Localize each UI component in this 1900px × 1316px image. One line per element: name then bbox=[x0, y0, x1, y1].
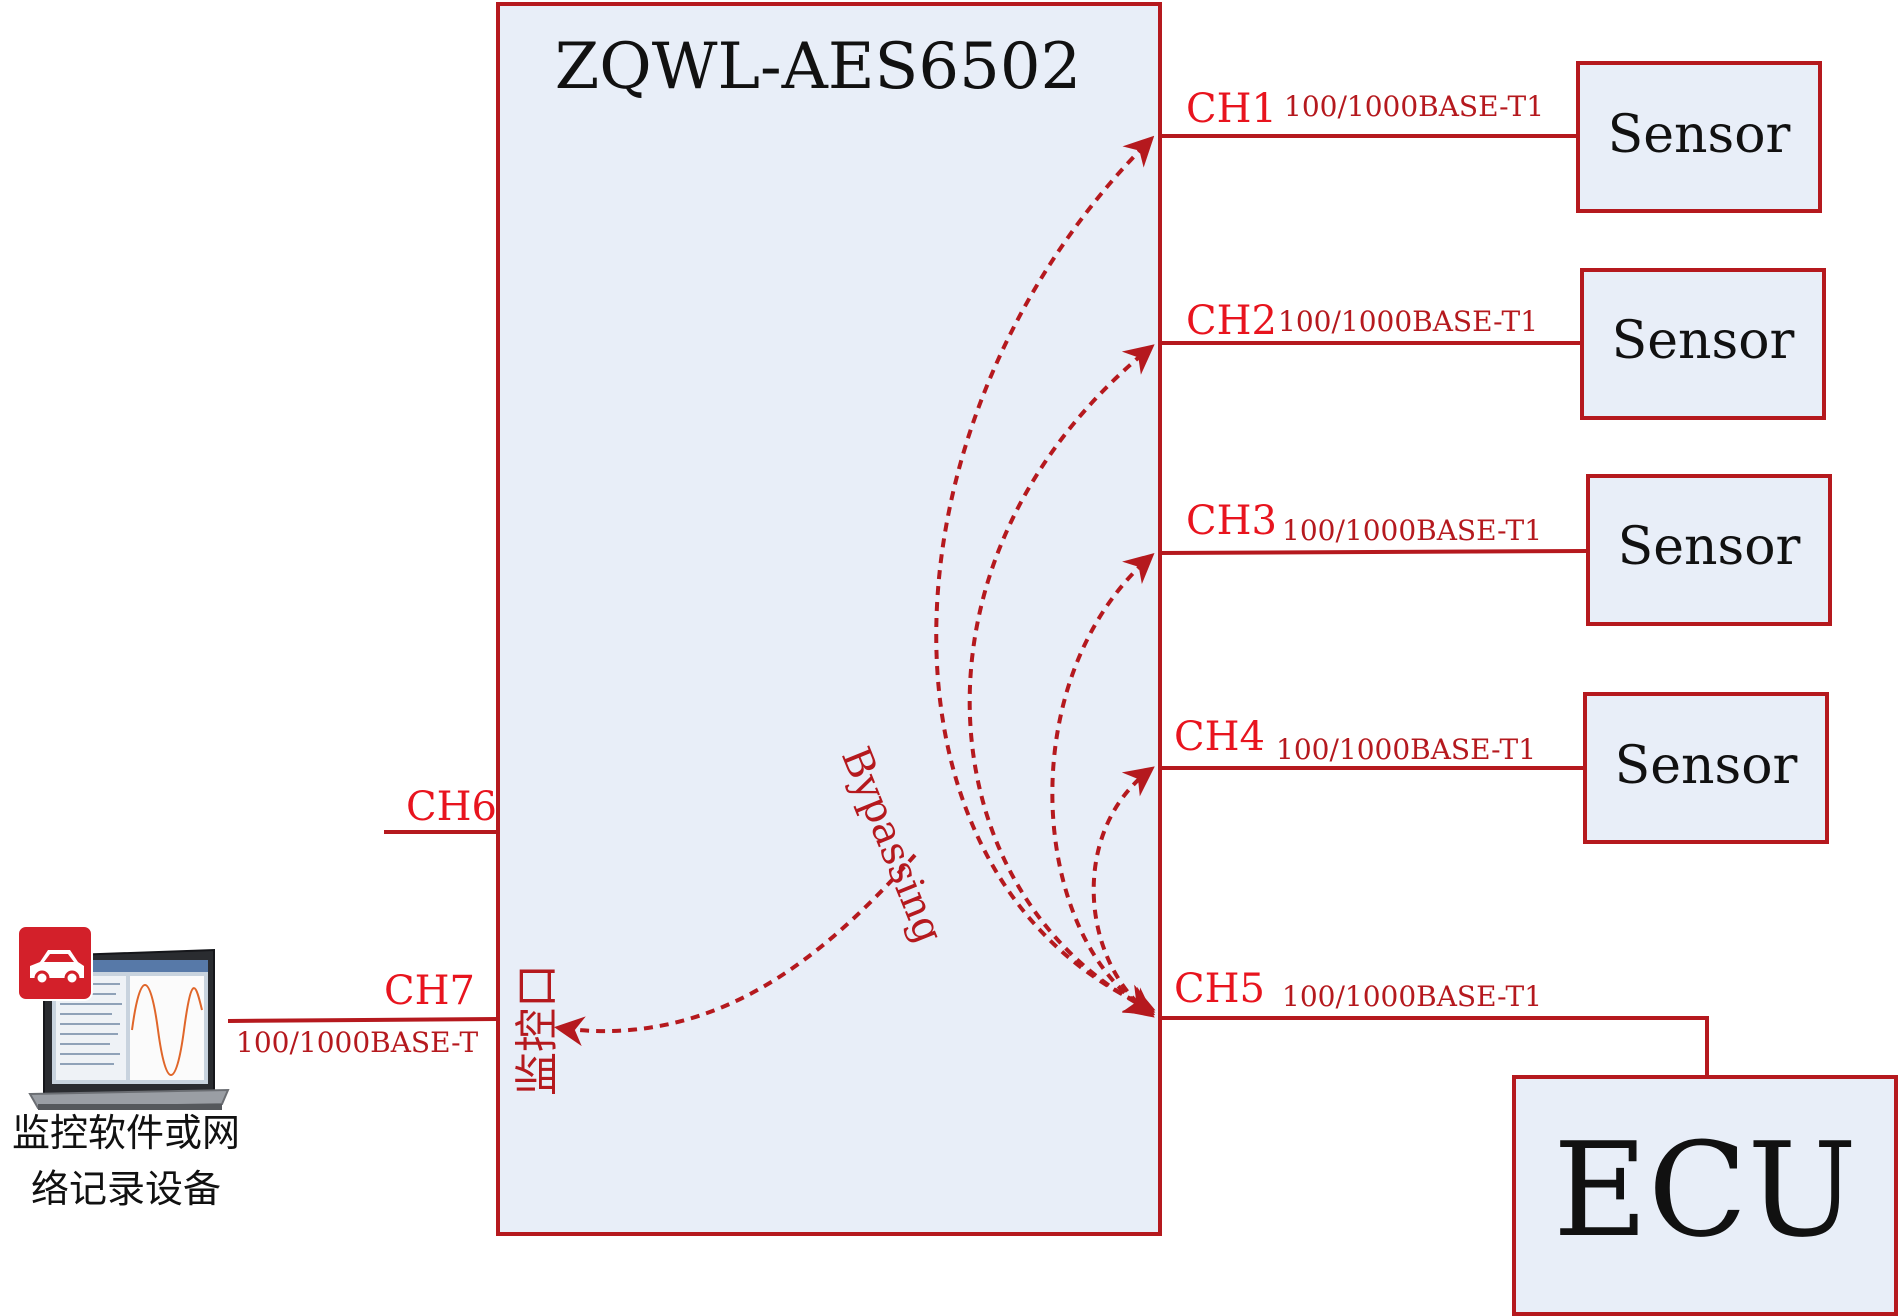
bypass-arrow-ch2 bbox=[967, 344, 1156, 1013]
ecu-label: ECU bbox=[1553, 1114, 1857, 1266]
ch1-label: CH1 bbox=[1186, 86, 1277, 132]
ecu-box bbox=[1512, 1075, 1898, 1316]
laptop-caption: 监控软件或网 络记录设备 bbox=[0, 1105, 252, 1217]
bypass-arrow-ch1 bbox=[934, 135, 1156, 1012]
bypass-arrows bbox=[554, 135, 1156, 1047]
device-title: ZQWL-AES6502 bbox=[555, 30, 1082, 104]
ch5-spec: 100/1000BASE-T1 bbox=[1282, 980, 1542, 1013]
ch1-spec: 100/1000BASE-T1 bbox=[1284, 90, 1544, 123]
ch2-spec: 100/1000BASE-T1 bbox=[1278, 305, 1538, 338]
ch7-line bbox=[227, 1017, 499, 1023]
sensor-label-2: Sensor bbox=[1612, 311, 1795, 371]
sensor-label-1: Sensor bbox=[1608, 105, 1791, 165]
sensor-box-3 bbox=[1586, 474, 1832, 626]
car-app-icon bbox=[17, 925, 93, 1001]
bypass-arrow-ch3 bbox=[1050, 553, 1156, 1016]
sensor-label-4: Sensor bbox=[1615, 736, 1798, 796]
monitor-port-label: 监控口 bbox=[512, 964, 563, 1096]
device-box bbox=[496, 2, 1162, 1236]
sensor-label-3: Sensor bbox=[1618, 517, 1801, 577]
ch4-spec: 100/1000BASE-T1 bbox=[1276, 733, 1536, 766]
sensor-box-1 bbox=[1576, 61, 1822, 213]
ch3-label: CH3 bbox=[1186, 498, 1277, 544]
ch3-line bbox=[1159, 549, 1589, 555]
bypass-arrow-ch4 bbox=[1091, 766, 1155, 1018]
ch4-label: CH4 bbox=[1174, 714, 1265, 760]
ch2-label: CH2 bbox=[1186, 298, 1277, 344]
laptop-caption-line-2: 络记录设备 bbox=[30, 1167, 221, 1211]
ch5-line bbox=[1160, 1016, 1709, 1076]
ch6-label: CH6 bbox=[406, 784, 497, 830]
bypass-arrow-monitor bbox=[554, 853, 917, 1047]
ch3-spec: 100/1000BASE-T1 bbox=[1282, 514, 1542, 547]
laptop-caption-line-1: 监控软件或网 bbox=[11, 1111, 240, 1155]
ch5-label: CH5 bbox=[1174, 966, 1265, 1012]
sensor-box-2 bbox=[1580, 268, 1826, 420]
sensor-box-4 bbox=[1583, 692, 1829, 844]
ch7-label: CH7 bbox=[384, 968, 475, 1014]
ch7-spec: 100/1000BASE-T bbox=[236, 1026, 479, 1059]
